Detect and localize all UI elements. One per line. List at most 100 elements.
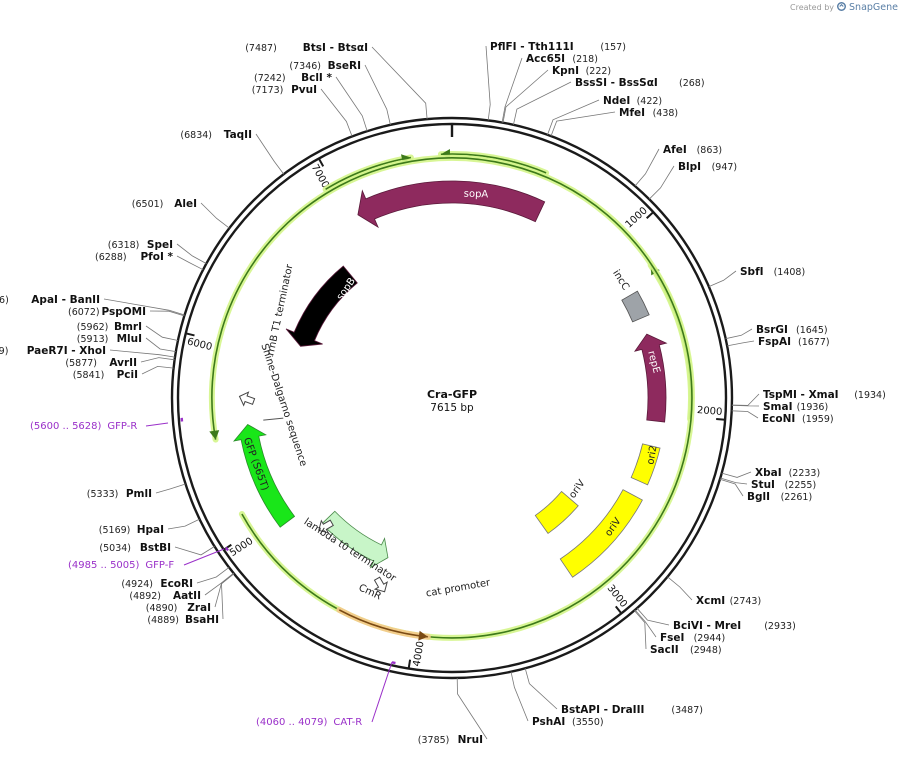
site-labels: BtsI - BtsαI(7487) BseRI(7346)BclI *(7242…	[0, 41, 886, 746]
restriction-site[interactable]: KpnI(222)	[552, 65, 611, 77]
restriction-site[interactable]: TaqII(6834)	[180, 129, 252, 141]
site-leader	[721, 471, 752, 478]
site-sep: -	[703, 620, 715, 632]
site-leader	[155, 483, 186, 494]
site-enzyme: BseRI	[328, 60, 361, 72]
restriction-site[interactable]: HpaI(5169)	[99, 524, 164, 536]
primer[interactable]: (4060 .. 4079)CAT-R	[256, 661, 396, 728]
restriction-site[interactable]: BlpI(947)	[678, 161, 737, 173]
restriction-site[interactable]: BstAPI - DraIII(3487)	[561, 704, 703, 716]
site-leader	[255, 133, 285, 175]
site-name: ApaI - BanII	[31, 294, 100, 306]
site-name: PshAI	[532, 716, 565, 728]
restriction-site[interactable]: SacII(2948)	[650, 644, 722, 656]
site-leader	[719, 478, 744, 497]
tick-label: 5000	[228, 536, 255, 559]
site-enzyme: StuI	[751, 479, 775, 491]
feature-incc[interactable]	[621, 290, 650, 323]
restriction-site[interactable]: PciI(5841)	[73, 369, 138, 381]
restriction-site[interactable]: EcoNI(1959)	[762, 413, 834, 425]
site-name: TaqII	[224, 129, 252, 141]
site-leader	[174, 546, 215, 556]
primer-leader	[145, 422, 169, 427]
restriction-site[interactable]: NruI(3785)	[418, 734, 483, 746]
restriction-site[interactable]: BseRI(7346)	[289, 60, 361, 72]
feature-sopa[interactable]	[357, 180, 546, 229]
restriction-site[interactable]: AfeI(863)	[663, 144, 722, 156]
site-leader	[456, 677, 488, 740]
label-shine-dalgarno: Shine-Dalgarno sequence	[258, 342, 308, 468]
restriction-site[interactable]: BclI *(7242)	[254, 72, 332, 84]
feature-repe[interactable]	[633, 333, 668, 423]
restriction-site[interactable]: PflFI - Tth111I(157)	[490, 41, 626, 53]
restriction-site[interactable]: PvuI(7173)	[252, 84, 317, 96]
restriction-site[interactable]: XcmI(2743)	[696, 595, 761, 607]
tick-label: 3000	[605, 583, 629, 610]
site-sep: -	[607, 77, 619, 89]
site-enzyme-2: BtsαI	[338, 42, 368, 54]
restriction-site[interactable]: MfeI(438)	[619, 107, 678, 119]
restriction-site[interactable]: ApaI - BanII(6076)	[0, 294, 100, 306]
feature-sopb[interactable]	[285, 265, 358, 347]
restriction-site[interactable]: MluI(5913)	[77, 333, 142, 345]
backbone	[170, 116, 734, 680]
site-enzyme-2: XmaI	[809, 389, 839, 401]
site-position: (3550)	[572, 717, 604, 728]
feature-oriv-b[interactable]	[559, 489, 643, 578]
rrnb-terminator-icon[interactable]	[237, 390, 256, 408]
restriction-site[interactable]: AatII(4892)	[129, 590, 201, 602]
restriction-site[interactable]: PaeR7I - XhoI(5889)	[0, 345, 106, 357]
restriction-site[interactable]: AvrII(5877)	[65, 357, 137, 369]
snapgene-logo-icon	[837, 2, 847, 13]
primer[interactable]: (4985 .. 5005)GFP-F	[68, 546, 229, 572]
site-position: (1959)	[802, 414, 834, 425]
restriction-site[interactable]: PspOMI(6072)	[68, 306, 146, 318]
restriction-site[interactable]: SbfI(1408)	[740, 266, 805, 278]
restriction-site[interactable]: ZraI(4890)	[146, 602, 211, 614]
restriction-site[interactable]: TspMI - XmaI(1934)	[763, 389, 886, 401]
restriction-site[interactable]: FseI(2944)	[660, 632, 725, 644]
primer[interactable]: (5600 .. 5628)GFP-R	[30, 417, 184, 432]
site-enzyme: BciVI	[673, 620, 703, 632]
restriction-site[interactable]: BsrGI(1645)	[756, 324, 828, 336]
feature-oriv-a[interactable]	[534, 490, 579, 534]
site-name: BstAPI - DraIII	[561, 704, 644, 716]
label-cat-promoter: cat promoter	[425, 577, 492, 599]
site-name: HpaI	[137, 524, 164, 536]
restriction-site[interactable]: EcoRI(4924)	[121, 578, 193, 590]
restriction-site[interactable]: PmlI(5333)	[87, 488, 152, 500]
site-name: PfoI *	[140, 251, 173, 263]
site-enzyme: FspAI	[758, 336, 791, 348]
orf-arc-cmr[interactable]	[336, 606, 431, 641]
cat-promoter-icon[interactable]	[371, 575, 391, 595]
restriction-site[interactable]: XbaI(2233)	[755, 467, 820, 479]
lambda-terminator-icon[interactable]	[315, 517, 335, 537]
restriction-site[interactable]: SpeI(6318)	[108, 239, 173, 251]
feature-gfp[interactable]	[232, 423, 296, 528]
restriction-site[interactable]: StuI(2255)	[751, 479, 816, 491]
site-name: BciVI - MreI	[673, 620, 741, 632]
site-name: SacII	[650, 644, 679, 656]
restriction-site[interactable]: BtsI - BtsαI(7487)	[245, 42, 368, 54]
primer-range: (4060 .. 4079)	[256, 717, 328, 728]
restriction-site[interactable]: BciVI - MreI(2933)	[673, 620, 796, 632]
restriction-site[interactable]: AleI(6501)	[132, 198, 197, 210]
restriction-site[interactable]: BssSI - BssSαI(268)	[575, 77, 705, 89]
restriction-site[interactable]: FspAI(1677)	[758, 336, 830, 348]
feature-cmr[interactable]	[321, 510, 389, 569]
restriction-site[interactable]: SmaI(1936)	[763, 401, 828, 413]
restriction-site[interactable]: BmrI(5962)	[77, 321, 142, 333]
feature-ori2[interactable]	[630, 443, 661, 486]
restriction-site[interactable]: BstBI(5034)	[99, 542, 171, 554]
site-position: (222)	[586, 66, 612, 77]
restriction-site[interactable]: Acc65I(218)	[526, 53, 598, 65]
restriction-site[interactable]: PfoI *(6288)	[95, 251, 174, 263]
site-leader	[550, 111, 616, 137]
primer-leader	[183, 548, 225, 566]
site-name: Acc65I	[526, 53, 565, 65]
restriction-site[interactable]: BglI(2261)	[747, 491, 812, 503]
site-name: XcmI	[696, 595, 725, 607]
restriction-site[interactable]: NdeI(422)	[603, 95, 662, 107]
restriction-site[interactable]: BsaHI(4889)	[147, 614, 219, 626]
restriction-site[interactable]: PshAI (3550)	[532, 716, 604, 728]
